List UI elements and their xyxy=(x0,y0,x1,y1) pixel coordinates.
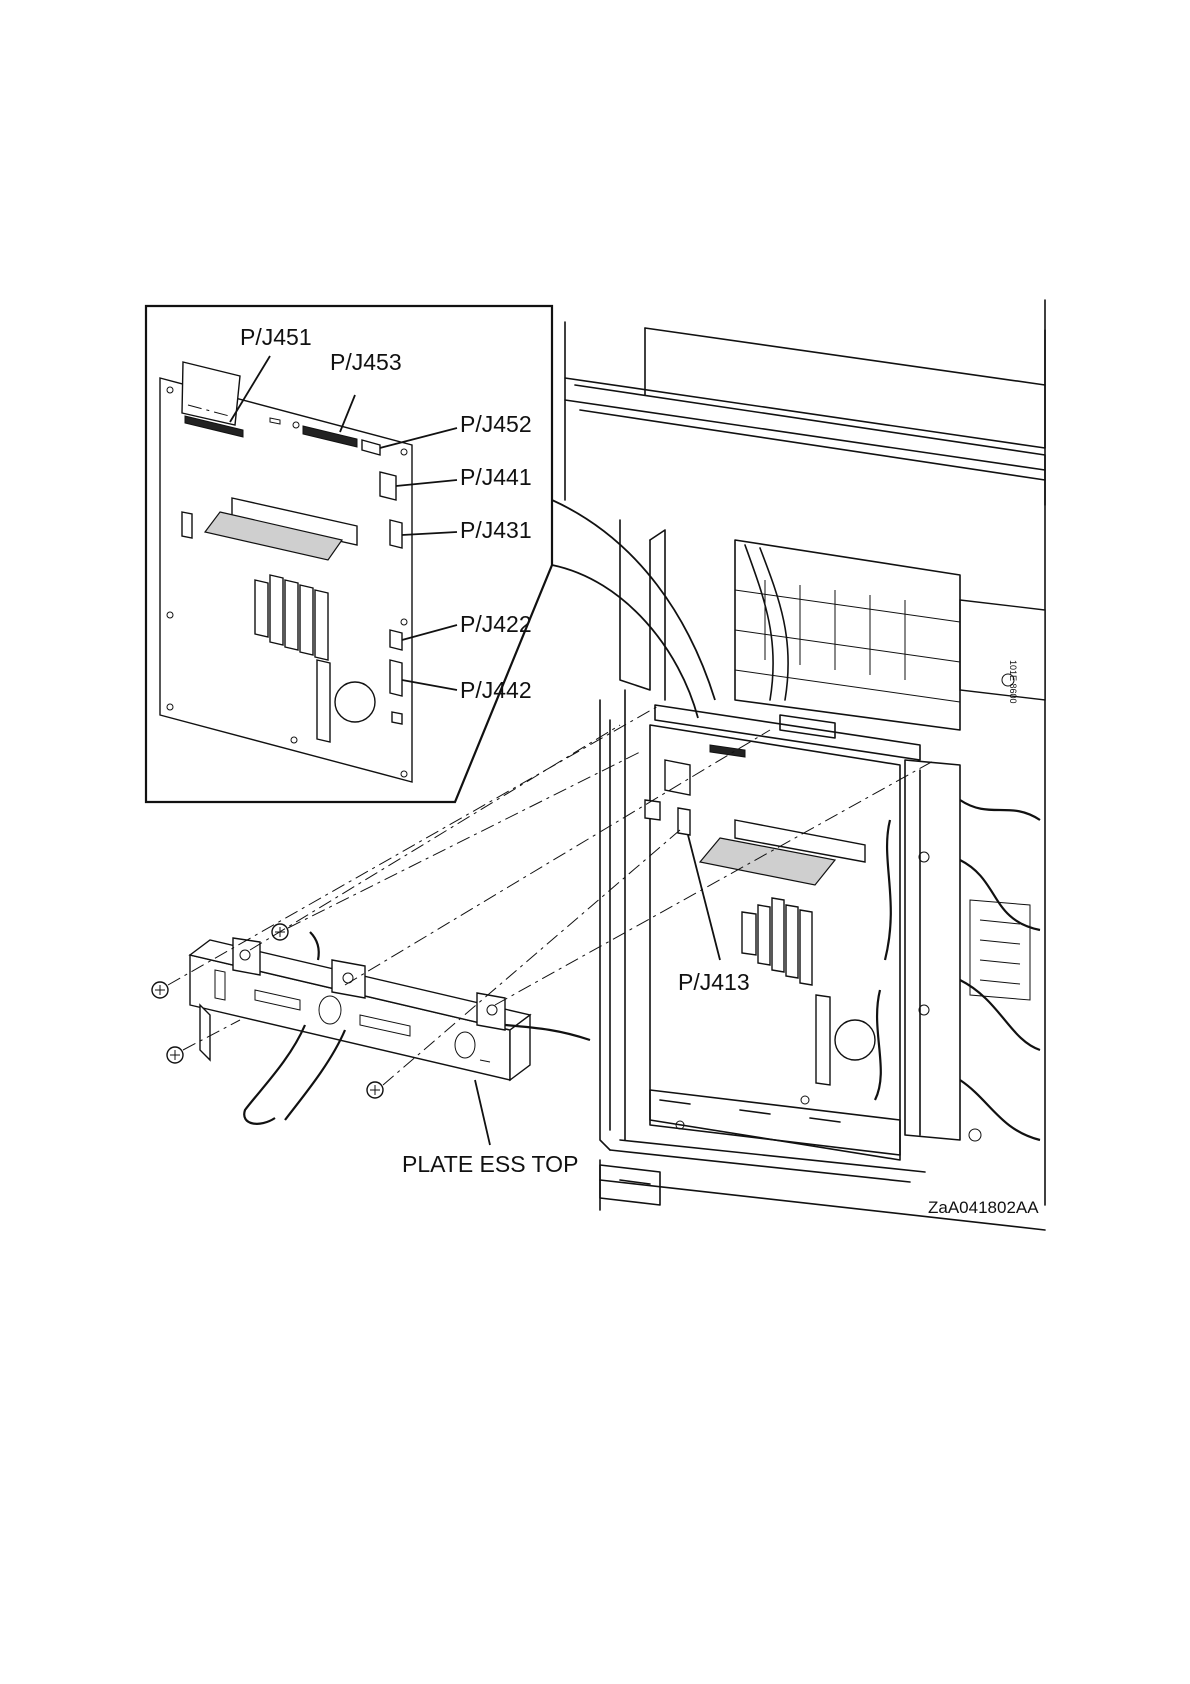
label-pj442: P/J442 xyxy=(460,677,532,703)
connector-pj442 xyxy=(390,660,402,696)
screw-4 xyxy=(367,1082,383,1098)
detail-callout-curve xyxy=(552,500,715,700)
screw-1 xyxy=(152,982,168,998)
machine-body: 101E 8600 xyxy=(565,300,1045,1230)
screw-3 xyxy=(167,1047,183,1063)
connector-pj431 xyxy=(390,520,402,548)
connector-pj441 xyxy=(380,472,396,500)
label-pj452: P/J452 xyxy=(460,411,532,437)
label-pj413: P/J413 xyxy=(678,969,750,995)
label-pj451: P/J451 xyxy=(240,324,312,350)
figure-code: ZaA041802AA xyxy=(928,1198,1039,1217)
svg-text:101E 8600: 101E 8600 xyxy=(1008,660,1018,704)
connector-pj422 xyxy=(390,630,402,650)
label-pj441: P/J441 xyxy=(460,464,532,490)
plate-ess-top xyxy=(190,932,590,1124)
label-pj422: P/J422 xyxy=(460,611,532,637)
inset-detail xyxy=(146,306,552,802)
connector-pj413 xyxy=(678,808,690,835)
back-frame-grid xyxy=(735,540,960,730)
label-pj453: P/J453 xyxy=(330,349,402,375)
label-pj431: P/J431 xyxy=(460,517,532,543)
heat-sink-installed xyxy=(742,898,812,985)
label-plate-ess-top: PLATE ESS TOP xyxy=(402,1151,578,1177)
